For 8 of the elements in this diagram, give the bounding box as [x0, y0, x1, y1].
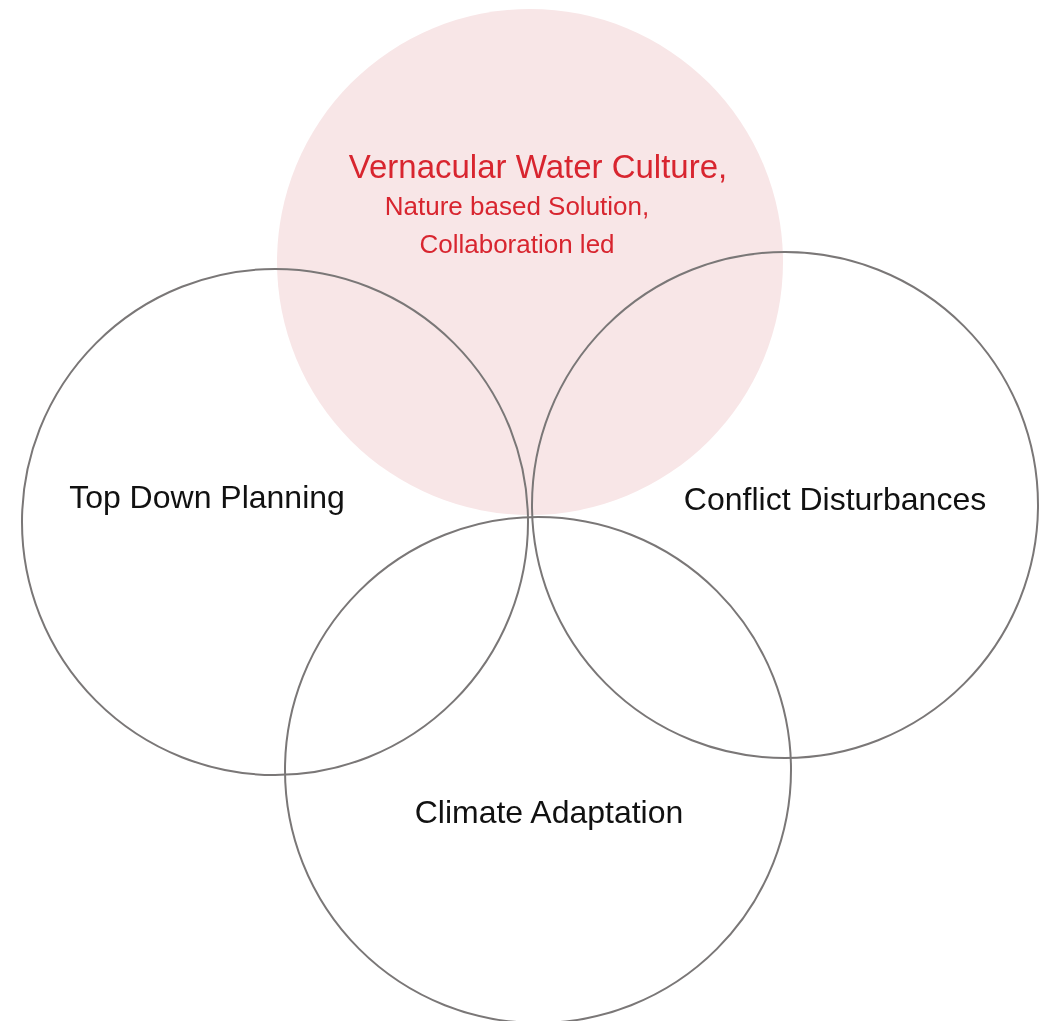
venn-circle: [21, 268, 529, 776]
venn-circle: [531, 251, 1039, 759]
circle-label: Vernacular Water Culture,: [348, 147, 728, 188]
circle-label: Top Down Planning: [69, 477, 345, 517]
circle-label: Climate Adaptation: [414, 792, 684, 832]
circle-subtext: Nature based Solution, Collaboration led: [383, 190, 651, 261]
venn-circle: [284, 516, 792, 1021]
circle-label: Conflict Disturbances: [683, 479, 987, 519]
